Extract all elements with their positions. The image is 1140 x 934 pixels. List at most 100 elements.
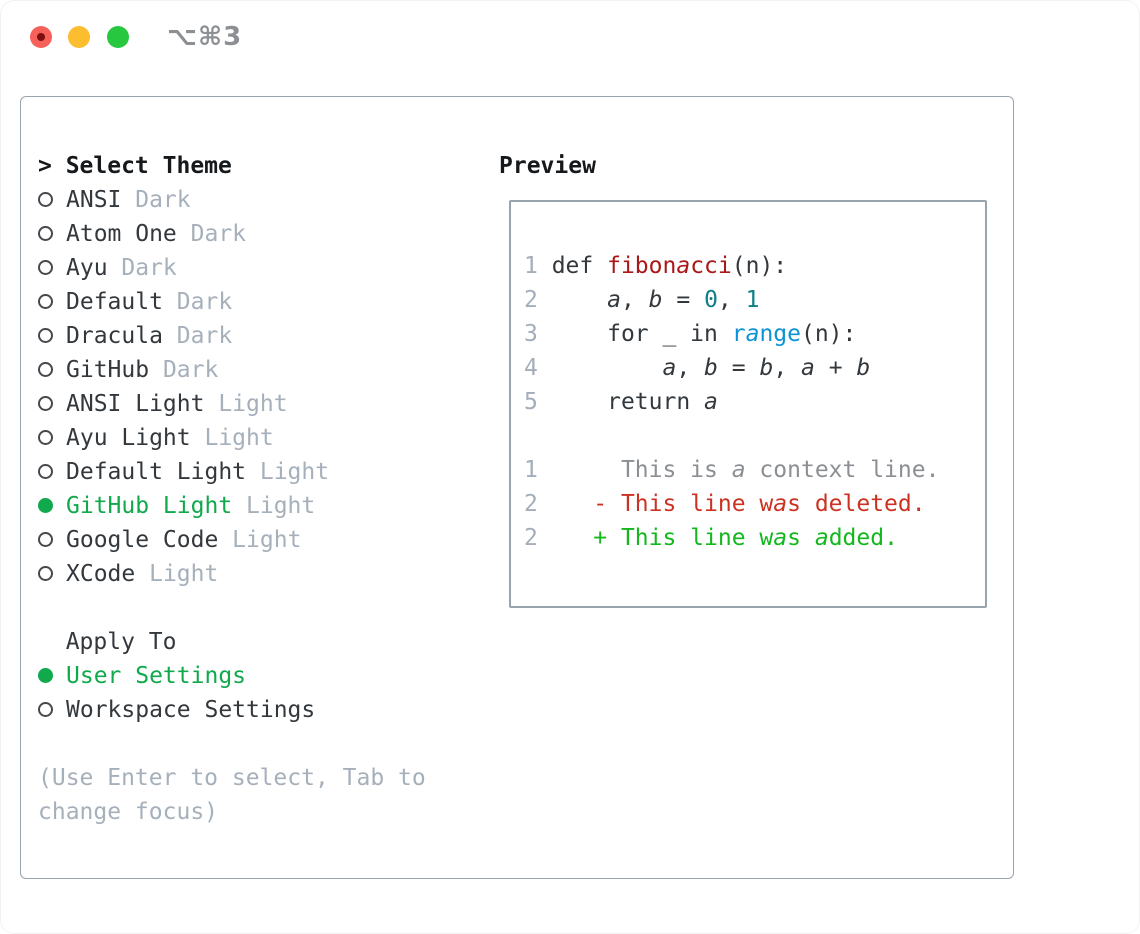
code-token: b — [856, 355, 871, 381]
code-token: def — [551, 253, 608, 279]
apply-to-header: Apply To — [38, 629, 177, 655]
radio-unselected-icon — [38, 565, 53, 581]
line-number: 4 — [524, 355, 552, 381]
radio-unselected-icon — [38, 191, 53, 207]
radio-unselected-icon — [38, 327, 53, 343]
code-token: b — [704, 355, 718, 381]
line-number: 1 — [524, 253, 552, 279]
line-number: 2 — [524, 525, 552, 551]
apply-option-label: Workspace Settings — [66, 697, 316, 723]
code-token: + This line was added. — [551, 525, 898, 551]
code-token: a — [801, 355, 815, 381]
theme-option-default[interactable]: Default Dark — [38, 285, 426, 319]
spacer — [38, 591, 426, 625]
theme-name: Atom One — [66, 221, 177, 247]
preview-code-line: 2 a, b = 0, 1 — [524, 283, 985, 317]
code-token: 0 — [704, 287, 718, 313]
theme-option-atom-one[interactable]: Atom One Dark — [38, 217, 426, 251]
theme-option-ayu[interactable]: Ayu Dark — [38, 251, 426, 285]
theme-name: XCode — [66, 561, 136, 587]
theme-variant-label: Dark — [176, 221, 247, 247]
radio-unselected-icon — [38, 361, 53, 377]
apply-option-workspace-settings[interactable]: Workspace Settings — [38, 693, 426, 727]
preview-code-line: 5 return a — [524, 385, 985, 419]
line-number: 5 — [524, 389, 552, 415]
radio-unselected-icon — [38, 225, 53, 241]
code-token: , — [620, 287, 649, 313]
theme-option-ayu-light[interactable]: Ayu Light Light — [38, 421, 426, 455]
preview-code-line: 2 + This line was added. — [524, 521, 985, 555]
preview-code-line: 3 for _ in range(n): — [524, 317, 985, 351]
theme-option-default-light[interactable]: Default Light Light — [38, 455, 426, 489]
preview-code-line: 1 This is a context line. — [524, 453, 985, 487]
radio-unselected-icon — [38, 395, 53, 411]
code-token: = — [717, 355, 760, 381]
code-token: fibonacci — [607, 253, 732, 279]
theme-variant-label: Light — [190, 425, 274, 451]
code-token: a — [662, 355, 677, 381]
radio-unselected-icon — [38, 701, 53, 717]
code-token: (n): — [731, 253, 788, 279]
radio-unselected-icon — [38, 429, 53, 445]
theme-name: GitHub — [66, 357, 150, 383]
theme-variant-label: Light — [218, 527, 302, 553]
code-token: context line. — [745, 457, 940, 483]
help-text: (Use Enter to select, Tab to — [38, 765, 426, 791]
radio-unselected-icon — [38, 531, 53, 547]
theme-name: GitHub Light — [66, 493, 233, 519]
theme-variant-label: Dark — [149, 357, 219, 383]
theme-name: Dracula — [66, 323, 163, 349]
radio-selected-icon — [38, 667, 53, 683]
code-token: + — [814, 355, 857, 381]
minimize-button[interactable] — [68, 26, 90, 48]
apply-option-label: User Settings — [66, 663, 247, 689]
theme-variant-label: Light — [246, 459, 330, 485]
theme-variant-label: Dark — [107, 255, 177, 281]
code-token: This is — [551, 457, 732, 483]
code-token: (n): — [800, 321, 857, 347]
theme-variant-label: Light — [204, 391, 288, 417]
code-token: a — [704, 389, 718, 415]
close-button[interactable] — [30, 26, 52, 48]
line-number: 1 — [524, 457, 552, 483]
code-token — [552, 287, 607, 313]
theme-variant-label: Dark — [162, 323, 233, 349]
code-token — [552, 355, 663, 381]
line-number: 3 — [524, 321, 552, 347]
theme-name: Ayu Light — [66, 425, 191, 451]
code-token: , — [676, 355, 705, 381]
select-theme-header: > Select Theme — [38, 153, 232, 179]
theme-option-google-code[interactable]: Google Code Light — [38, 523, 426, 557]
apply-option-user-settings[interactable]: User Settings — [38, 659, 426, 693]
radio-unselected-icon — [38, 259, 53, 275]
zoom-button[interactable] — [107, 26, 129, 48]
theme-option-xcode[interactable]: XCode Light — [38, 557, 426, 591]
theme-option-ansi[interactable]: ANSI Dark — [38, 183, 426, 217]
help-text: change focus) — [38, 799, 219, 825]
theme-option-ansi-light[interactable]: ANSI Light Light — [38, 387, 426, 421]
code-token: , — [773, 355, 802, 381]
spacer — [38, 727, 426, 761]
preview-code-line: 4 a, b = b, a + b — [524, 351, 985, 385]
theme-name: Default — [66, 289, 163, 315]
theme-variant-label: Dark — [121, 187, 191, 213]
theme-variant-label: Light — [135, 561, 219, 587]
radio-unselected-icon — [38, 293, 53, 309]
code-token: - This line was deleted. — [551, 491, 926, 517]
theme-variant-label: Dark — [162, 289, 233, 315]
code-token: = — [662, 287, 705, 313]
code-token: a — [607, 287, 621, 313]
theme-name: Ayu — [66, 255, 108, 281]
theme-name: Default Light — [66, 459, 247, 485]
preview-code-line — [524, 419, 985, 453]
code-token: for _ in — [551, 321, 732, 347]
theme-option-dracula[interactable]: Dracula Dark — [38, 319, 426, 353]
theme-option-github-light[interactable]: GitHub Light Light — [38, 489, 426, 523]
theme-name: Google Code — [66, 527, 219, 553]
line-number: 2 — [524, 491, 552, 517]
theme-option-github[interactable]: GitHub Dark — [38, 353, 426, 387]
